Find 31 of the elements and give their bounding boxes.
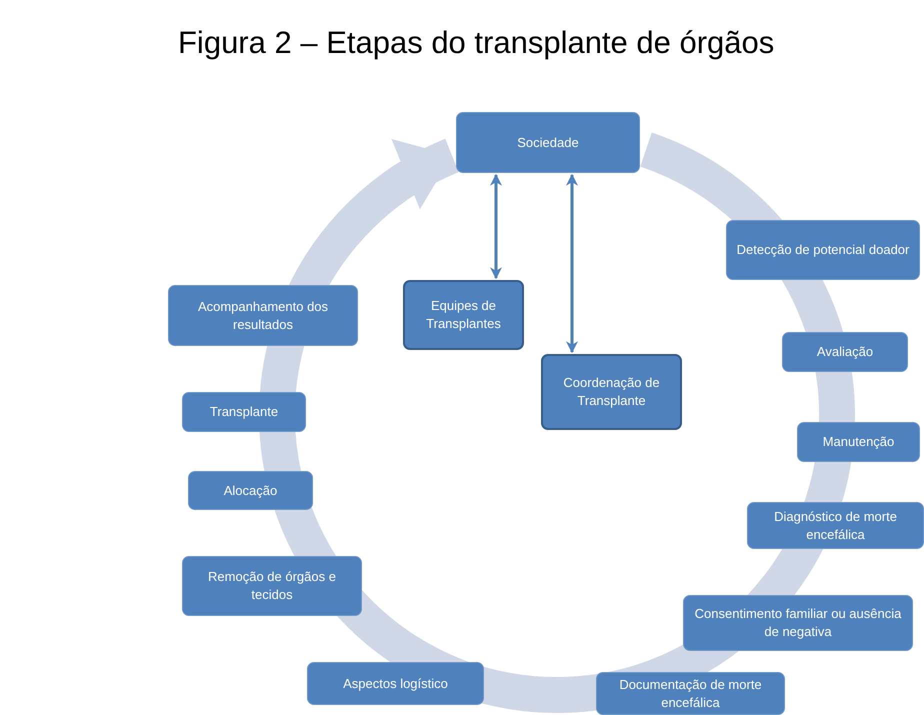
box-label: Equipes de Transplantes xyxy=(425,297,502,333)
box-label: Aspectos logístico xyxy=(343,674,448,692)
box-label: Avaliação xyxy=(816,343,874,361)
process-box xyxy=(456,112,640,173)
process-box xyxy=(782,332,908,372)
box-label: Coordenação de Transplante xyxy=(562,374,661,410)
box-label: Manutenção xyxy=(822,433,894,451)
process-box xyxy=(182,392,306,432)
box-label: Transplante xyxy=(210,403,278,421)
box-label: Detecção de potencial doador xyxy=(736,241,910,259)
box-label: Alocação xyxy=(224,482,278,500)
box-label: Documentação de morte encefálica xyxy=(618,676,763,712)
process-box xyxy=(188,471,313,510)
double-arrow xyxy=(490,174,502,280)
box-label: Consentimento familiar ou ausência de negativa xyxy=(694,605,902,641)
process-box xyxy=(683,595,913,651)
process-box xyxy=(403,280,524,350)
process-box xyxy=(541,354,682,430)
double-arrow xyxy=(566,174,578,354)
process-box xyxy=(307,662,484,705)
process-box xyxy=(726,220,920,280)
box-label: Remoção de órgãos e tecidos xyxy=(207,568,337,604)
process-box xyxy=(797,422,920,462)
process-box xyxy=(596,672,785,715)
process-box xyxy=(182,556,362,616)
box-label: Acompanhamento dos resultados xyxy=(196,298,330,334)
process-box xyxy=(747,502,924,549)
figure-title: Figura 2 – Etapas do transplante de órgãos xyxy=(178,24,774,62)
box-label: Sociedade xyxy=(517,134,579,152)
box-label: Diagnóstico de morte encefálica xyxy=(773,508,898,544)
process-box xyxy=(168,285,358,346)
